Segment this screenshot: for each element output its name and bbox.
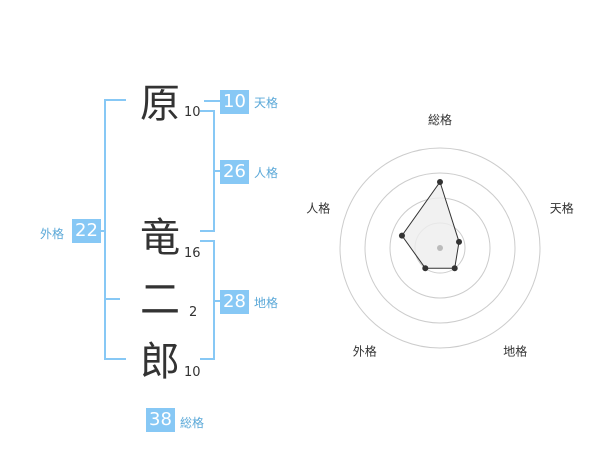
soukaku-label: 総格 xyxy=(180,416,205,430)
tenkaku-label: 天格 xyxy=(254,96,279,110)
chikaku-label: 地格 xyxy=(254,296,279,310)
tenkaku-value: 10 xyxy=(220,90,249,114)
soukaku-value: 38 xyxy=(146,408,175,432)
radar-area xyxy=(401,180,460,269)
radar-axis-label: 総格 xyxy=(428,112,452,127)
jinkaku-label: 人格 xyxy=(254,166,279,180)
name-char-2: 竜 xyxy=(140,215,180,261)
gaikaku-connector xyxy=(100,230,106,232)
radar-axis-label: 人格 xyxy=(306,200,330,215)
stroke-count-4: 10 xyxy=(184,365,201,380)
jinkaku-connector xyxy=(213,170,220,172)
gaikaku-value: 22 xyxy=(72,219,101,243)
radar-center-point xyxy=(437,245,443,251)
radar-ring xyxy=(364,172,516,324)
tenkaku-connector xyxy=(204,100,220,102)
stroke-count-1: 10 xyxy=(184,105,201,120)
name-char-1: 原 xyxy=(140,81,180,127)
radar-ring xyxy=(339,147,541,349)
gaikaku-label: 外格 xyxy=(40,227,65,241)
radar-axis-label: 外格 xyxy=(353,344,377,359)
radar-point xyxy=(451,265,458,272)
radar-axis-label: 天格 xyxy=(550,200,574,215)
stroke-count-3: 2 xyxy=(189,305,198,320)
radar-point xyxy=(437,179,443,185)
gaikaku-mid-tick xyxy=(104,298,120,300)
radar-point xyxy=(456,238,463,245)
name-char-3: 二 xyxy=(140,277,180,323)
gaikaku-bracket xyxy=(104,99,126,360)
radar-point xyxy=(422,265,429,272)
radar-point xyxy=(398,232,405,239)
stroke-count-2: 16 xyxy=(184,246,201,261)
chikaku-connector xyxy=(213,300,220,302)
chikaku-value: 28 xyxy=(220,290,249,314)
radar-axis-label: 地格 xyxy=(503,344,527,359)
jinkaku-value: 26 xyxy=(220,160,249,184)
name-char-4: 郎 xyxy=(140,339,180,385)
